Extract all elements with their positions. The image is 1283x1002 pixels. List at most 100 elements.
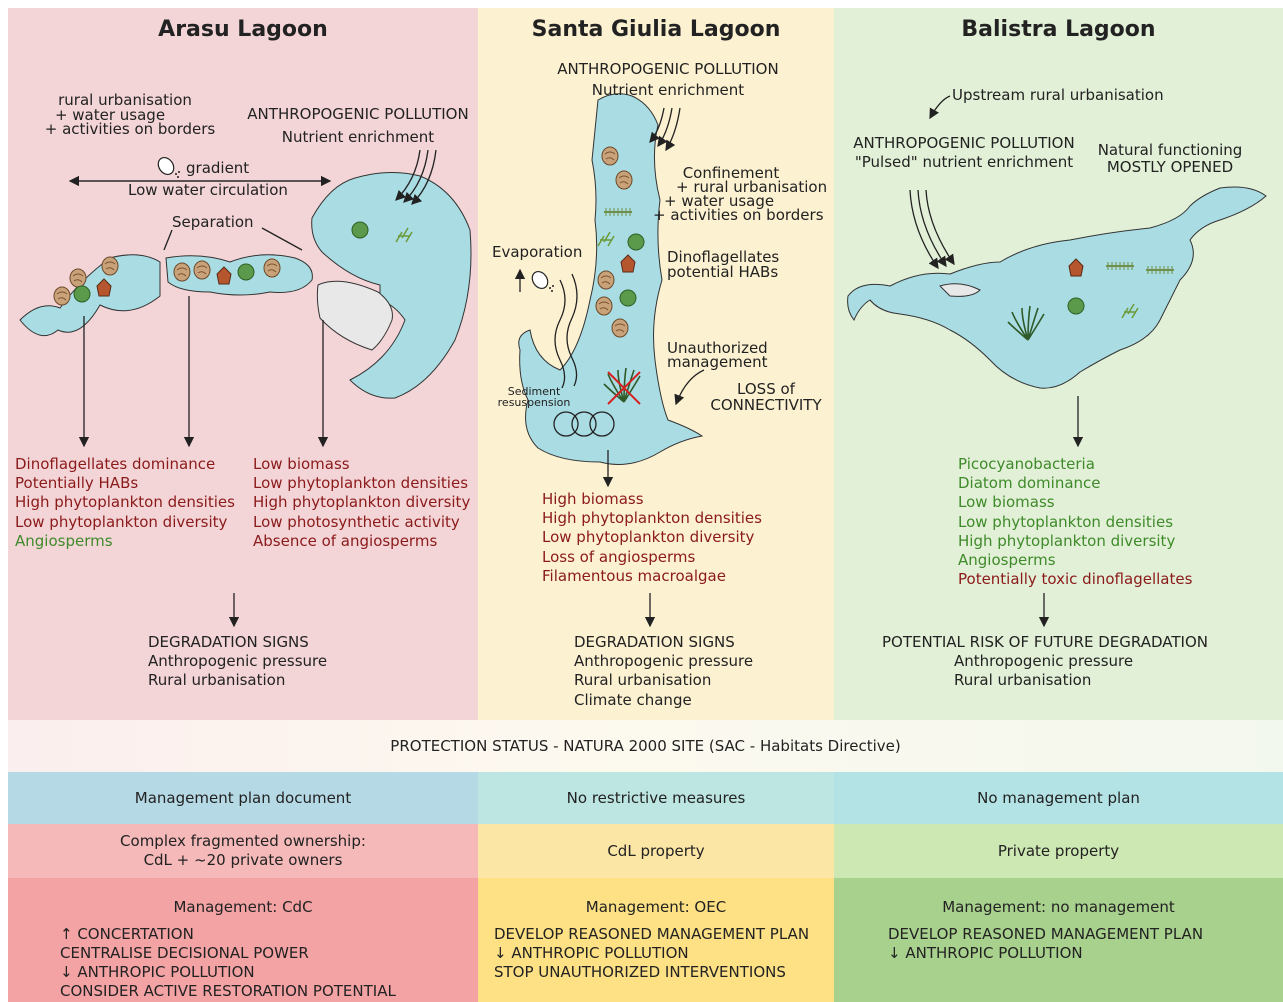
management-action: CENTRALISE DECISIONAL POWER bbox=[60, 944, 309, 962]
arasu-list-left: Dinoflagellates dominance Potentially HA… bbox=[15, 455, 235, 551]
arasu-list-right: Low biomass Low phytoplankton densities … bbox=[253, 455, 470, 551]
balistra-title: Balistra Lagoon bbox=[961, 17, 1156, 42]
arasu-pollution: ANTHROPOGENIC POLLUTION bbox=[247, 105, 469, 123]
santa-giulia-list: High biomass High phytoplankton densitie… bbox=[542, 490, 762, 586]
list-item: Low phytoplankton diversity bbox=[542, 528, 755, 547]
list-item: High phytoplankton densities bbox=[542, 509, 762, 528]
outcome-item: Climate change bbox=[574, 690, 692, 709]
list-item: Potentially toxic dinoflagellates bbox=[958, 570, 1193, 589]
outcome-item: Anthropogenic pressure bbox=[148, 652, 328, 671]
management-action: DEVELOP REASONED MANAGEMENT PLAN bbox=[494, 925, 810, 943]
arasu-circulation: Low water circulation bbox=[128, 181, 288, 199]
balistra-outcome-heading: POTENTIAL RISK OF FUTURE DEGRADATION bbox=[881, 633, 1208, 651]
list-item: Absence of angiosperms bbox=[253, 531, 438, 550]
list-item: High phytoplankton diversity bbox=[253, 493, 471, 512]
outcome-item: Anthropogenic pressure bbox=[574, 652, 754, 671]
unauthorized-2: management bbox=[667, 353, 768, 371]
protection-status-band: PROTECTION STATUS - NATURA 2000 SITE (SA… bbox=[8, 720, 1283, 772]
arasu-outcome: DEGRADATION SIGNS Anthropogenic pressure… bbox=[148, 633, 327, 691]
santa-giulia-pollution: ANTHROPOGENIC POLLUTION bbox=[557, 60, 779, 78]
list-item: Low photosynthetic activity bbox=[253, 512, 460, 531]
evaporation-salt-icon bbox=[531, 271, 554, 292]
outcome-heading: DEGRADATION SIGNS bbox=[148, 633, 309, 651]
management-title: Management: CdC bbox=[173, 898, 313, 916]
balistra-nutrient: "Pulsed" nutrient enrichment bbox=[854, 153, 1074, 171]
confinement-1: Confinement bbox=[682, 164, 780, 182]
santa-giulia-title: Santa Giulia Lagoon bbox=[531, 17, 781, 42]
confinement-2: + rural urbanisation bbox=[676, 178, 828, 196]
arasu-separation: Separation bbox=[172, 213, 254, 231]
dino-label-2: potential HABs bbox=[667, 263, 779, 281]
list-item: Low phytoplankton diversity bbox=[15, 512, 228, 531]
arasu-driver-1: rural urbanisation bbox=[58, 91, 192, 109]
confinement-4: + activities on borders bbox=[653, 206, 824, 224]
unauthorized-1: Unauthorized bbox=[667, 339, 768, 357]
list-item: Low biomass bbox=[253, 455, 350, 473]
dino-label-1: Dinoflagellates bbox=[667, 248, 780, 266]
list-item: Low phytoplankton densities bbox=[958, 512, 1174, 531]
ownership-balistra: Private property bbox=[834, 824, 1283, 878]
evaporation-label: Evaporation bbox=[492, 243, 583, 261]
balistra-list: Picocyanobacteria Diatom dominance Low b… bbox=[958, 455, 1192, 589]
outcome-item: Rural urbanisation bbox=[954, 671, 1092, 690]
connectivity-1: LOSS of bbox=[737, 380, 795, 398]
connectivity-2: CONNECTIVITY bbox=[710, 396, 822, 414]
management-santa-giulia: Management: OEC DEVELOP REASONED MANAGEM… bbox=[478, 878, 834, 1002]
list-item: High phytoplankton diversity bbox=[958, 531, 1176, 550]
plan-balistra: No management plan bbox=[834, 772, 1283, 824]
balistra-pollution: ANTHROPOGENIC POLLUTION bbox=[853, 134, 1075, 152]
sediment-2: resuspension bbox=[497, 396, 571, 409]
arasu-title: Arasu Lagoon bbox=[158, 17, 328, 42]
outcome-heading: DEGRADATION SIGNS bbox=[574, 633, 735, 651]
list-item: Potentially HABs bbox=[15, 474, 139, 493]
management-title: Management: OEC bbox=[585, 898, 727, 916]
management-title: Management: no management bbox=[942, 898, 1175, 916]
balistra-natural-2: MOSTLY OPENED bbox=[1106, 158, 1234, 176]
management-action: ↓ ANTHROPIC POLLUTION bbox=[888, 944, 1083, 962]
list-item: Picocyanobacteria bbox=[958, 455, 1095, 473]
balistra-upstream: Upstream rural urbanisation bbox=[952, 86, 1164, 104]
list-item: Filamentous macroalgae bbox=[542, 566, 726, 585]
management-balistra: Management: no management DEVELOP REASON… bbox=[834, 878, 1283, 1002]
list-item: Angiosperms bbox=[958, 551, 1056, 570]
outcome-item: Anthropogenic pressure bbox=[954, 652, 1134, 670]
confinement-3: + water usage bbox=[664, 192, 775, 210]
ownership-line: CdL property bbox=[607, 841, 705, 860]
salt-shaker-icon bbox=[157, 157, 180, 178]
arasu-driver-3: + activities on borders bbox=[44, 120, 216, 138]
ownership-santa-giulia: CdL property bbox=[478, 824, 834, 878]
ownership-line: Private property bbox=[997, 841, 1120, 860]
management-action: ↑ CONCERTATION bbox=[60, 925, 194, 943]
list-item: Low biomass bbox=[958, 493, 1055, 512]
management-action: STOP UNAUTHORIZED INTERVENTIONS bbox=[494, 963, 786, 981]
list-item: High phytoplankton densities bbox=[15, 493, 235, 512]
management-action: ↓ ANTHROPIC POLLUTION bbox=[494, 944, 689, 962]
management-action: DEVELOP REASONED MANAGEMENT PLAN bbox=[888, 925, 1204, 943]
plan-santa-giulia: No restrictive measures bbox=[478, 772, 834, 824]
list-item: Low phytoplankton densities bbox=[253, 474, 469, 493]
list-item: High biomass bbox=[542, 490, 644, 508]
arasu-nutrient: Nutrient enrichment bbox=[281, 128, 435, 146]
management-arasu: Management: CdC ↑ CONCERTATION CENTRALIS… bbox=[8, 878, 478, 1002]
arasu-lagoon-map bbox=[19, 171, 472, 399]
management-action: ↓ ANTHROPIC POLLUTION bbox=[60, 963, 255, 981]
balistra-natural-1: Natural functioning bbox=[1097, 141, 1243, 159]
balistra-outcome: Anthropogenic pressure Rural urbanisatio… bbox=[954, 652, 1133, 690]
santa-giulia-nutrient: Nutrient enrichment bbox=[591, 81, 745, 99]
plan-arasu: Management plan document bbox=[8, 772, 478, 824]
santa-giulia-outcome: DEGRADATION SIGNS Anthropogenic pressure… bbox=[574, 633, 753, 710]
lagoon-illustrations bbox=[19, 93, 1267, 628]
list-item: Loss of angiosperms bbox=[542, 547, 696, 566]
list-item: Angiosperms bbox=[15, 531, 113, 550]
list-item: Dinoflagellates dominance bbox=[15, 455, 216, 473]
outcome-item: Rural urbanisation bbox=[148, 671, 286, 690]
balistra-lagoon-map bbox=[847, 186, 1267, 389]
ownership-line: Complex fragmented ownership: bbox=[120, 832, 366, 850]
list-item: Diatom dominance bbox=[958, 474, 1101, 493]
management-action: CONSIDER ACTIVE RESTORATION POTENTIAL bbox=[60, 982, 396, 1000]
outcome-item: Rural urbanisation bbox=[574, 671, 712, 690]
ownership-arasu: Complex fragmented ownership: CdL + ~20 … bbox=[8, 824, 478, 878]
sediment-1: Sediment bbox=[507, 385, 561, 398]
arasu-gradient: gradient bbox=[186, 159, 250, 177]
santa-giulia-cells bbox=[595, 146, 645, 405]
